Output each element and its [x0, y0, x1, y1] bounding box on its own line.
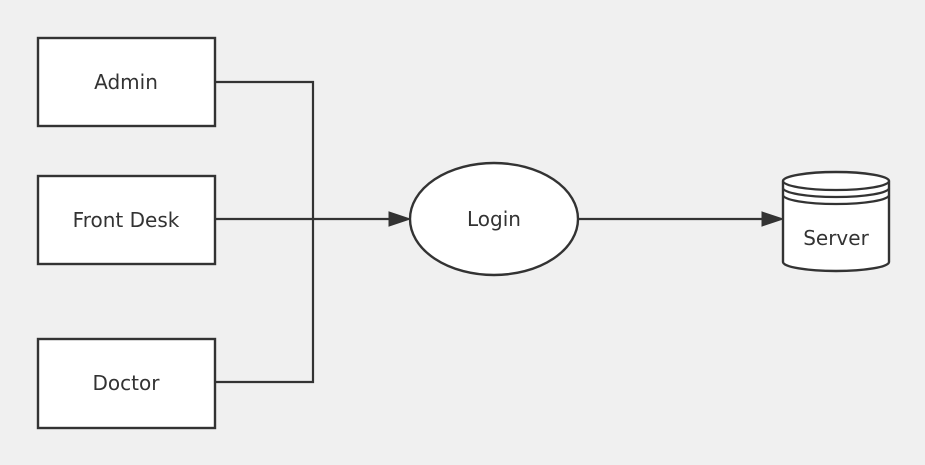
database-ring-2	[781, 187, 891, 199]
edge-admin-to-login	[215, 80, 315, 219]
node-doctor-label: Doctor	[93, 371, 161, 395]
node-doctor: Doctor	[36, 337, 217, 430]
node-front-desk: Front Desk	[36, 174, 217, 266]
arrowhead-login	[388, 211, 412, 227]
database-ring-1	[781, 180, 891, 192]
edge-doctor-to-login	[215, 219, 315, 384]
node-admin: Admin	[36, 36, 217, 128]
node-admin-box	[36, 36, 217, 128]
node-doctor-box	[36, 337, 217, 430]
arrowhead-server	[761, 211, 785, 227]
node-server: Server	[781, 170, 891, 273]
node-login-ellipse	[408, 161, 580, 277]
node-front-desk-box	[36, 174, 217, 266]
node-login: Login	[408, 161, 580, 277]
node-admin-label: Admin	[94, 70, 158, 94]
node-front-desk-label: Front Desk	[73, 208, 180, 232]
edges	[215, 80, 785, 384]
node-login-label: Login	[467, 207, 521, 231]
node-server-label: Server	[803, 226, 869, 250]
database-ring-3	[781, 194, 891, 206]
